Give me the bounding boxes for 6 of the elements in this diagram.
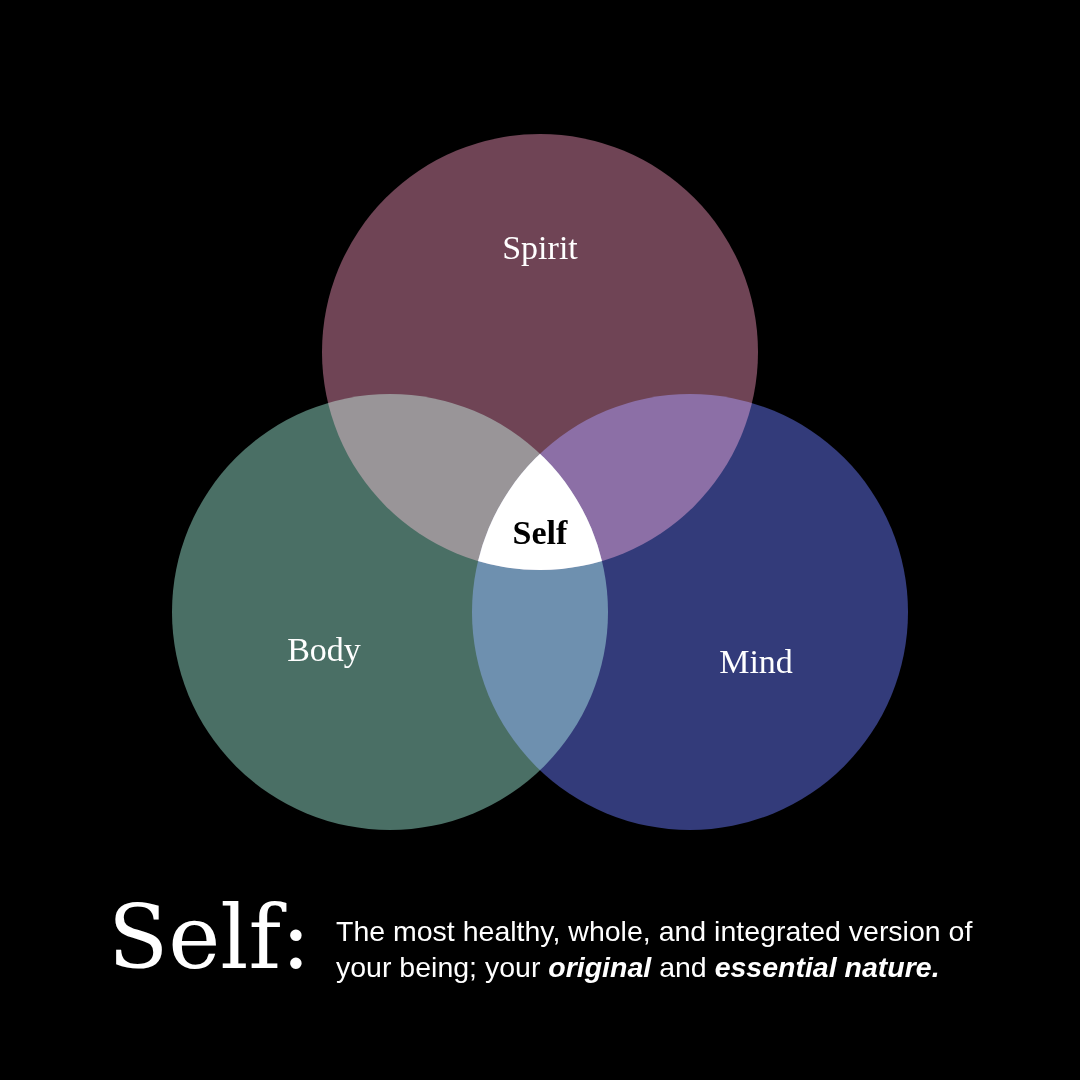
- circle-label: Mind: [719, 643, 793, 681]
- term-heading: Self:: [108, 885, 311, 991]
- center-label: Self: [512, 513, 568, 552]
- definition-text: The most healthy, whole, and integrated version of your being; your original and essential nature.: [336, 914, 974, 986]
- circle-label: Spirit: [502, 229, 578, 267]
- circle-label: Body: [287, 631, 361, 669]
